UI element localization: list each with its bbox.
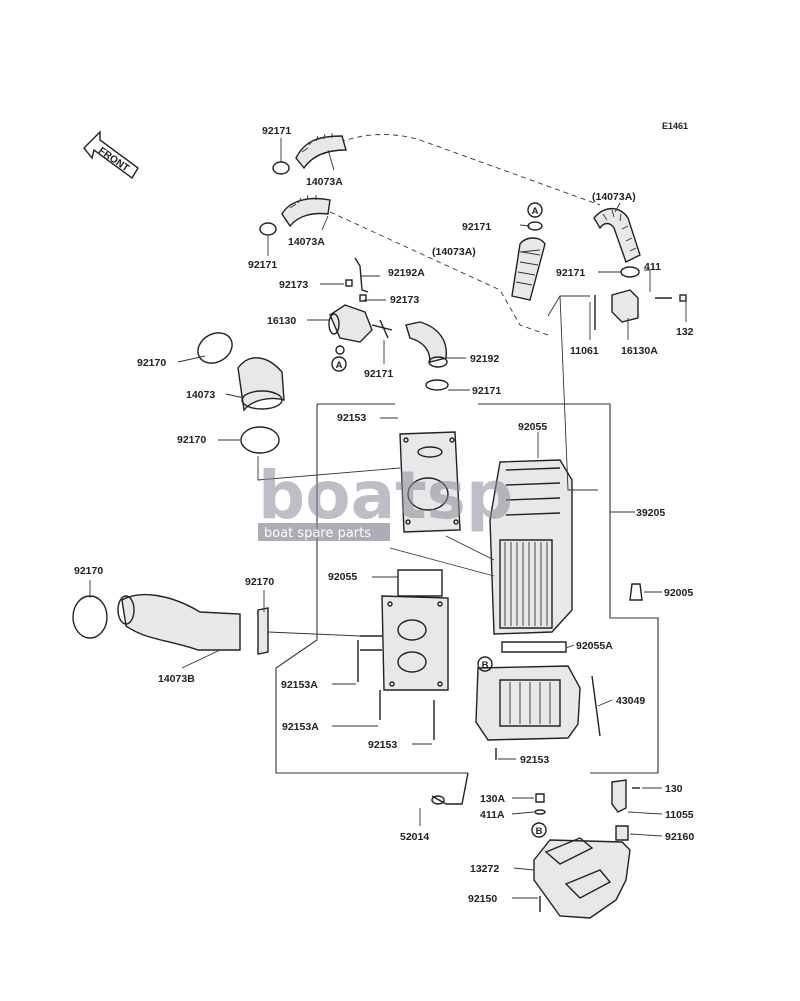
part-label: 92170 <box>137 357 166 369</box>
ref-marker-a-top: A <box>527 202 543 218</box>
part-label: 92160 <box>665 831 694 843</box>
part-label: 92170 <box>177 434 206 446</box>
part-label: 16130A <box>621 345 658 357</box>
part-label: 92055 <box>328 571 357 583</box>
part-label: 92005 <box>664 587 693 599</box>
ref-marker-b-tank: B <box>477 656 493 672</box>
leader-lines <box>89 138 687 899</box>
gasket-92055A <box>501 641 567 653</box>
breather-hose-center <box>511 221 546 301</box>
ref-marker-a-bottom: A <box>331 356 347 372</box>
part-label: 132 <box>676 326 694 338</box>
part-label: 92055A <box>576 640 613 652</box>
fitting-16130A <box>594 289 687 330</box>
breather-hose-upper <box>272 133 347 175</box>
part-label: 92153 <box>337 412 366 424</box>
part-label: 16130 <box>267 315 296 327</box>
part-label: 92170 <box>74 565 103 577</box>
part-label: 43049 <box>616 695 645 707</box>
intercooler-frame <box>275 403 659 774</box>
part-label: 14073A <box>306 176 343 188</box>
part-label: 92153A <box>282 721 319 733</box>
part-label: 92150 <box>468 893 497 905</box>
part-label: 92173 <box>279 279 308 291</box>
part-label: 92171 <box>556 267 585 279</box>
part-label: 411 <box>644 261 661 273</box>
part-label: 39205 <box>636 507 665 519</box>
part-label: 11061 <box>570 345 599 357</box>
part-label: (14073A) <box>592 191 636 203</box>
part-label: 92171 <box>462 221 491 233</box>
part-label: 92173 <box>390 294 419 306</box>
breather-hose-right <box>593 207 641 278</box>
plate-13272 <box>533 837 631 919</box>
part-label: 92153A <box>281 679 318 691</box>
part-label: 92153 <box>520 754 549 766</box>
intercooler-top-cover <box>399 431 461 533</box>
svg-text:B: B <box>482 660 489 671</box>
part-label: 92171 <box>248 259 277 271</box>
part-label: 411A <box>480 809 505 821</box>
part-label: 92153 <box>368 739 397 751</box>
gasket-92055-left <box>397 569 443 597</box>
part-label: 92171 <box>364 368 393 380</box>
part-label: 92171 <box>472 385 501 397</box>
watermark: boatsp boat spare parts <box>258 457 513 541</box>
watermark-logo: boatsp <box>258 457 513 534</box>
drain-hose-52014 <box>431 772 469 805</box>
part-label: 14073B <box>158 673 195 685</box>
intercooler-core <box>489 459 573 635</box>
hose-routing-lines <box>329 134 601 336</box>
part-label: 92170 <box>245 576 274 588</box>
part-label: 14073 <box>186 389 215 401</box>
part-label: (14073A) <box>432 246 476 258</box>
front-arrow-icon: FRONT <box>83 130 139 180</box>
part-label: 14073A <box>288 236 325 248</box>
ref-marker-b-plate: B <box>531 822 547 838</box>
part-label: 130A <box>480 793 506 805</box>
part-label: 130 <box>665 783 683 795</box>
breather-hose-middle <box>259 194 331 236</box>
bracket-11055 <box>611 779 640 841</box>
svg-text:A: A <box>532 206 539 217</box>
part-label: 92192 <box>470 353 499 365</box>
intercooler-lower-tank <box>475 665 601 760</box>
intake-elbow-14073 <box>197 332 285 454</box>
part-label: 11055 <box>665 809 694 821</box>
fitting-92005 <box>629 583 643 601</box>
svg-text:A: A <box>336 360 343 371</box>
intake-duct-14073B <box>72 594 269 655</box>
part-labels: 92171 14073A (14073A) 92171 14073A 92171… <box>74 125 694 905</box>
part-label: 92055 <box>518 421 547 433</box>
intercooler-bottom-cover <box>357 595 449 740</box>
check-valve-assembly <box>328 257 393 355</box>
diagram-code: E1461 <box>662 121 688 131</box>
elbow-hose-92192 <box>405 321 449 391</box>
part-label: 92171 <box>262 125 291 137</box>
part-label: 92192A <box>388 267 425 279</box>
watermark-tagline: boat spare parts <box>264 526 371 541</box>
part-label: 13272 <box>470 863 499 875</box>
bolt-130A <box>534 793 546 815</box>
part-label: 52014 <box>400 831 429 843</box>
svg-text:B: B <box>536 826 543 837</box>
